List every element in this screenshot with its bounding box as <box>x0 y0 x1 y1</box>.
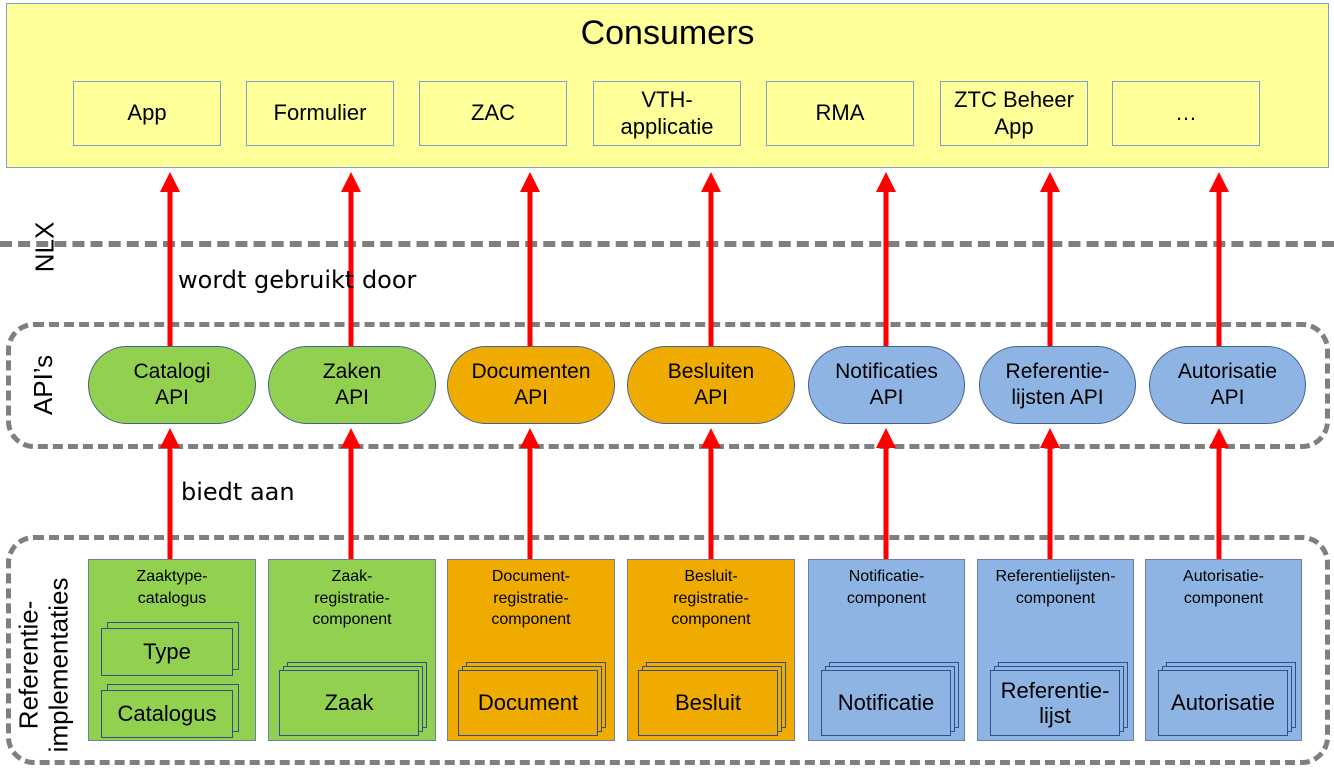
component-ztc-title: Zaaktype- catalogus <box>136 568 208 607</box>
api-layer-box <box>6 322 1330 449</box>
consumer-vth: VTH- applicatie <box>593 81 741 146</box>
api-zaken-label: Zaken API <box>322 359 382 409</box>
component-ac-title: Autorisatie- component <box>1183 568 1264 607</box>
card-type: Type <box>101 628 233 676</box>
nlx-line <box>0 241 1334 247</box>
consumer-more-label: … <box>1175 100 1197 126</box>
card-autorisatie-label: Autorisatie <box>1171 690 1275 715</box>
api-referentielijsten: Referentie- lijsten API <box>979 346 1136 424</box>
component-drc-title: Document- registratie- component <box>491 568 571 629</box>
component-vrl-title: Referentielijsten- component <box>995 568 1116 607</box>
consumer-zac: ZAC <box>419 81 567 146</box>
api-catalogi-label: Catalogi API <box>133 359 211 409</box>
card-besluit-label: Besluit <box>674 690 742 715</box>
component-zrc-title: Zaak- registratie- component <box>312 568 392 629</box>
card-type-label: Type <box>143 639 191 664</box>
consumer-rma: RMA <box>766 81 914 146</box>
consumer-more: … <box>1112 81 1260 146</box>
api-autorisatie-label: Autorisatie API <box>1177 359 1278 409</box>
consumer-formulier: Formulier <box>246 81 394 146</box>
component-vrl: Referentielijsten- component Referentie-… <box>977 559 1134 741</box>
card-document-label: Document <box>477 690 579 715</box>
component-ac: Autorisatie- component Autorisatie <box>1145 559 1302 741</box>
consumer-ztc: ZTC Beheer App <box>940 81 1088 146</box>
card-autorisatie: Autorisatie <box>1158 670 1288 736</box>
card-zaak: Zaak <box>279 670 419 736</box>
api-referentielijsten-label: Referentie- lijsten API <box>1005 359 1110 409</box>
card-notificatie-label: Notificatie <box>837 690 935 715</box>
component-drc: Document- registratie- component Documen… <box>447 559 615 741</box>
consumer-app-label: App <box>127 100 167 126</box>
card-referentielijst-label: Referentie- lijst <box>1000 677 1110 728</box>
component-nrc: Notificatie- component Notificatie <box>808 559 965 741</box>
card-catalogus-label: Catalogus <box>117 701 217 726</box>
api-catalogi: Catalogi API <box>88 346 256 424</box>
consumer-app: App <box>73 81 221 146</box>
api-besluiten: Besluiten API <box>627 346 795 424</box>
api-documenten-label: Documenten API <box>471 359 591 409</box>
card-catalogus: Catalogus <box>101 690 233 738</box>
api-besluiten-label: Besluiten API <box>667 359 755 409</box>
consumers-title: Consumers <box>580 14 755 52</box>
api-documenten: Documenten API <box>447 346 615 424</box>
card-besluit: Besluit <box>638 670 778 736</box>
caption-used-by: wordt gebruikt door <box>178 266 417 294</box>
consumer-vth-label: VTH- applicatie <box>620 87 714 139</box>
api-notificaties-label: Notificaties API <box>835 359 938 409</box>
component-zrc: Zaak- registratie- component Zaak <box>268 559 436 741</box>
component-ztc: Zaaktype- catalogus Type Catalogus <box>88 559 256 741</box>
card-notificatie: Notificatie <box>821 670 951 736</box>
consumer-rma-label: RMA <box>815 100 865 126</box>
impl-layer-box <box>6 535 1330 765</box>
api-notificaties: Notificaties API <box>808 346 965 424</box>
card-document: Document <box>458 670 598 736</box>
api-zaken: Zaken API <box>268 346 436 424</box>
card-zaak-label: Zaak <box>324 690 374 715</box>
consumer-ztc-label: ZTC Beheer App <box>954 87 1074 139</box>
api-autorisatie: Autorisatie API <box>1149 346 1306 424</box>
component-brc: Besluit- registratie- component Besluit <box>627 559 795 741</box>
caption-offers: biedt aan <box>181 478 295 506</box>
consumer-formulier-label: Formulier <box>273 100 367 126</box>
component-brc-title: Besluit- registratie- component <box>671 568 751 629</box>
consumer-zac-label: ZAC <box>471 100 515 126</box>
card-referentielijst: Referentie- lijst <box>990 670 1120 736</box>
component-nrc-title: Notificatie- component <box>846 568 927 607</box>
